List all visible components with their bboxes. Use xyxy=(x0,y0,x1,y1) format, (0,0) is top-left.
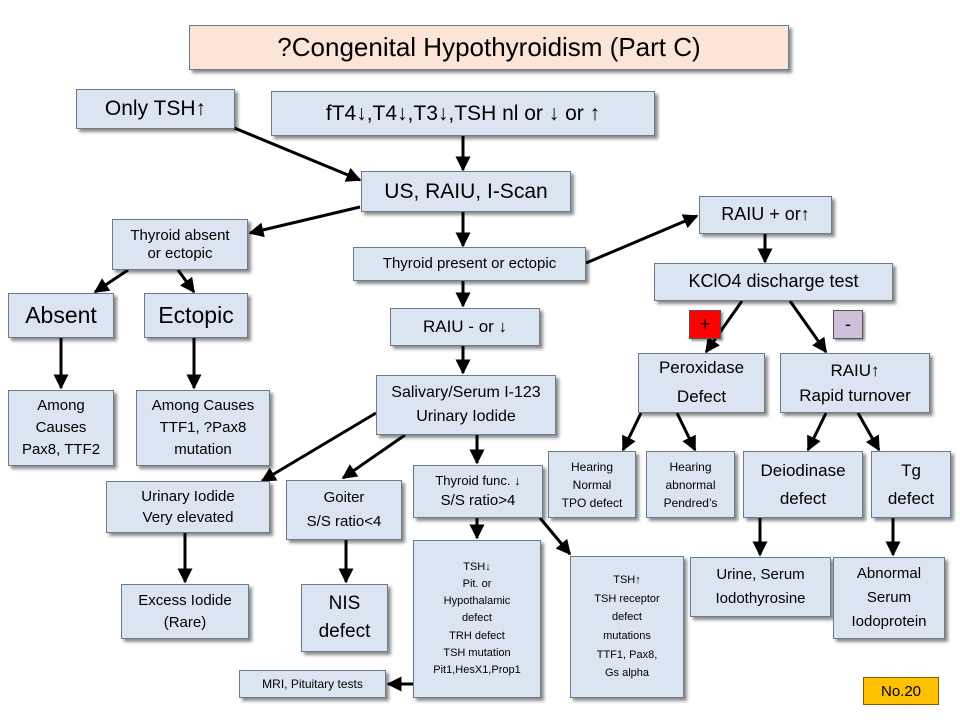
peroxidase-box: Peroxidase Defect xyxy=(638,353,765,413)
thyroid-present-box: Thyroid present or ectopic xyxy=(353,247,586,281)
hearing-normal-box: Hearing Normal TPO defect xyxy=(548,451,636,518)
salivary-box: Salivary/Serum I-123 Urinary Iodide xyxy=(376,375,556,435)
labs-box: fT4↓,T4↓,T3↓,TSH nl or ↓ or ↑ xyxy=(271,91,655,136)
raiu-up-box: RAIU↑ Rapid turnover xyxy=(780,353,930,413)
arrow-thyroid-present-to-raiu-plus xyxy=(585,214,699,265)
deiodinase-box: Deiodinase defect xyxy=(743,451,863,518)
arrow-peroxidase-to-hearing-abnormal xyxy=(675,412,697,452)
arrow-thyroid-absent-to-ectopic xyxy=(176,269,196,294)
absent-box: Absent xyxy=(8,293,114,338)
arrow-raiu-up-to-tg xyxy=(856,412,881,452)
arrow-thyroid-absent-to-absent xyxy=(93,268,129,294)
arrow-kclo4-plus-to-peroxidase xyxy=(704,300,744,354)
arrow-peroxidase-to-hearing-normal xyxy=(621,412,643,452)
arrow-salivary-to-goiter xyxy=(341,433,406,480)
mri-box: MRI, Pituitary tests xyxy=(239,670,386,698)
negative-result-sign: - xyxy=(833,310,863,339)
positive-result-sign: + xyxy=(689,310,721,339)
arrow-raiu-up-to-deiodinase xyxy=(806,412,828,452)
kclo4-box: KClO4 discharge test xyxy=(654,263,893,301)
arrow-salivary-to-urinary xyxy=(260,411,377,483)
arrow-kclo4-minus-to-raiu-up xyxy=(788,300,828,354)
arrow-only-tsh-to-us xyxy=(231,125,362,182)
arrow-thyroid-func-to-tsh-up xyxy=(538,517,572,556)
tg-box: Tg defect xyxy=(871,451,951,518)
urine-serum-box: Urine, Serum Iodothyrosine xyxy=(690,557,831,617)
tsh-up-box: TSH↑ TSH receptor defect mutations TTF1,… xyxy=(570,556,684,698)
thyroid-func-box: Thyroid func. ↓ S/S ratio>4 xyxy=(413,465,543,518)
tsh-down-box: TSH↓ Pit. or Hypothalamic defect TRH def… xyxy=(413,540,541,698)
raiu-minus-box: RAIU - or ↓ xyxy=(390,308,540,346)
raiu-plus-box: RAIU + or↑ xyxy=(699,196,832,234)
slide-number-badge: No.20 xyxy=(863,677,939,705)
causes-absent-box: Among Causes Pax8, TTF2 xyxy=(8,390,114,466)
arrow-us-to-thyroid-absent xyxy=(248,205,361,238)
hearing-abnormal-box: Hearing abnormal Pendred’s xyxy=(646,451,735,518)
causes-ectopic-box: Among Causes TTF1, ?Pax8 mutation xyxy=(136,390,270,466)
excess-iodide-box: Excess Iodide (Rare) xyxy=(121,584,249,639)
us-raiu-box: US, RAIU, I-Scan xyxy=(361,171,571,212)
urinary-iodide-box: Urinary Iodide Very elevated xyxy=(106,481,270,533)
goiter-box: Goiter S/S ratio<4 xyxy=(286,480,402,540)
only-tsh-box: Only TSH↑ xyxy=(76,89,235,129)
page-title: ?Congenital Hypothyroidism (Part C) xyxy=(189,25,789,70)
nis-defect-box: NIS defect xyxy=(301,584,388,652)
abnormal-serum-box: Abnormal Serum Iodoprotein xyxy=(833,557,945,639)
ectopic-box: Ectopic xyxy=(144,293,248,338)
thyroid-absent-box: Thyroid absent or ectopic xyxy=(112,219,248,270)
